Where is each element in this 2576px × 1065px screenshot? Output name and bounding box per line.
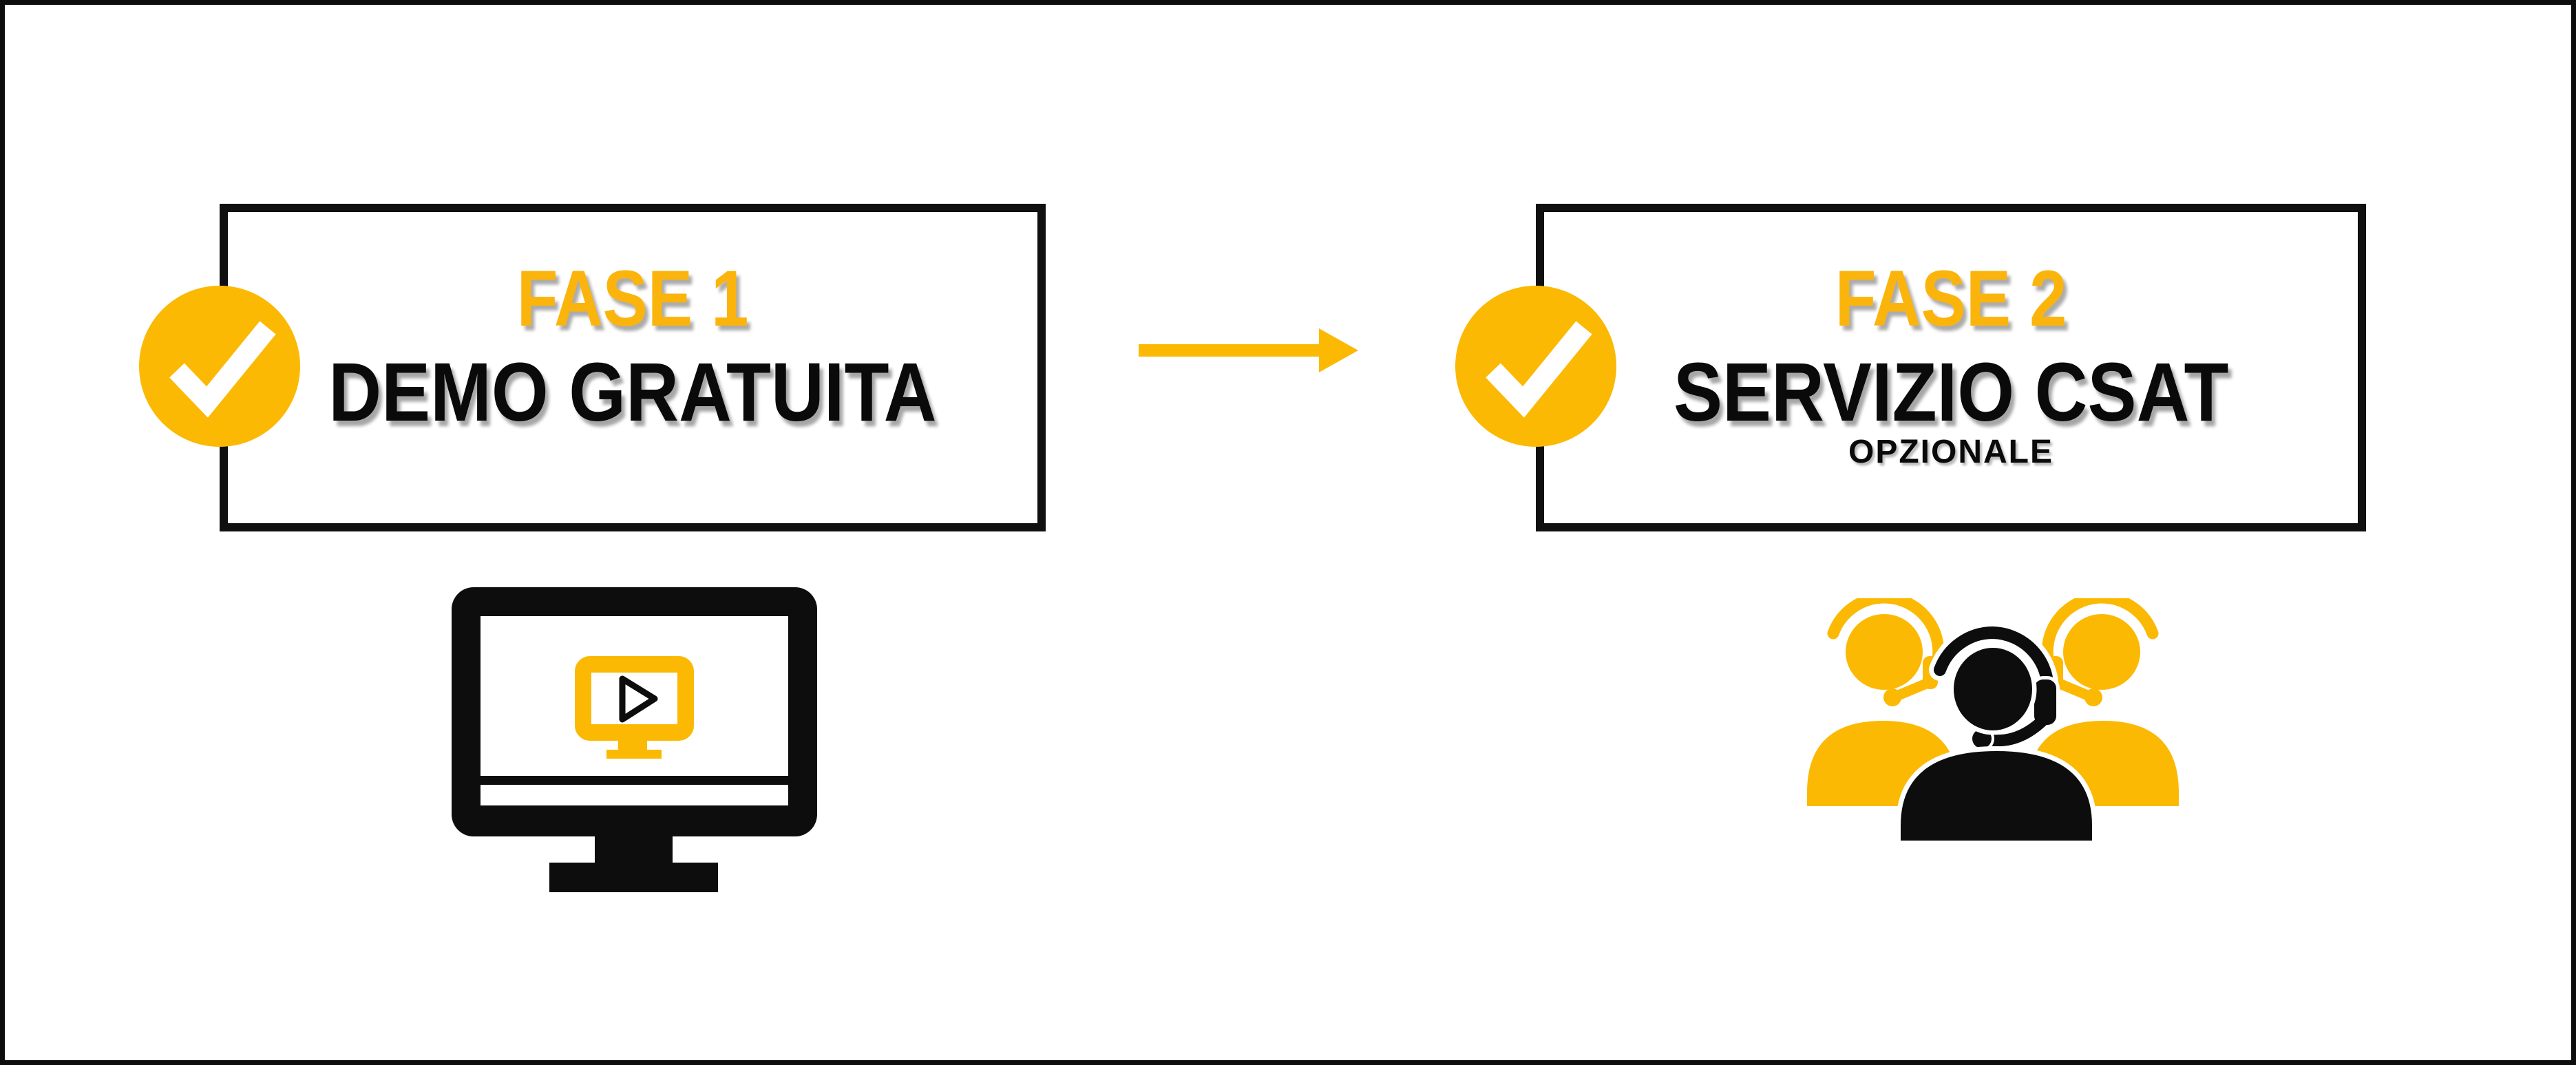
phase2-label: FASE 2: [1835, 255, 2067, 343]
monitor-play-icon: [452, 587, 817, 892]
check-icon: [139, 286, 300, 447]
support-team-icon: [1807, 598, 2179, 841]
arrow-right-icon: [1139, 328, 1358, 372]
phase2-box: [1536, 204, 2366, 531]
check-icon: [1455, 286, 1616, 447]
phase2-title: SERVIZIO CSAT: [1673, 345, 2229, 439]
phase2-subtitle: OPZIONALE: [1848, 434, 2054, 470]
agent-center: [1896, 621, 2097, 841]
phase1-label: FASE 1: [516, 255, 749, 343]
phase1-title: DEMO GRATUITA: [328, 345, 937, 439]
phase1-box: [220, 204, 1046, 531]
